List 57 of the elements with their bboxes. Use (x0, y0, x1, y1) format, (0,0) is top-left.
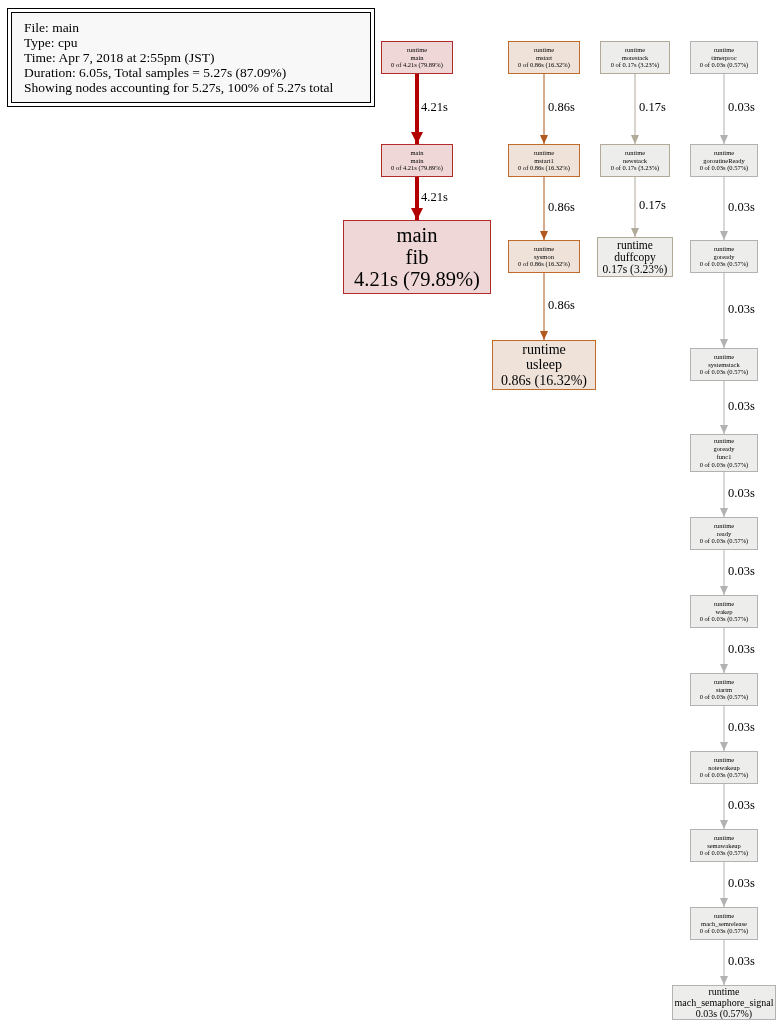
function-box (343, 220, 491, 294)
arrow (411, 74, 423, 144)
info-line: Time: Apr 7, 2018 at 2:55pm (JST) (24, 49, 215, 66)
node-label: main (396, 223, 438, 246)
arrow (720, 627, 728, 674)
function-box (690, 434, 758, 472)
function-box (600, 144, 670, 177)
function-box (381, 144, 453, 177)
arrow (720, 272, 728, 349)
arrow (540, 73, 548, 145)
info-line: Duration: 6.05s, Total samples = 5.27s (87.09%) (24, 65, 287, 81)
function-box (508, 41, 580, 74)
node-label: usleep (526, 357, 562, 373)
node-label: fib (405, 245, 429, 269)
node-label: mach_semaphore_signal (674, 997, 774, 1008)
function-box (690, 829, 758, 862)
function-box (690, 144, 758, 177)
function-box (672, 985, 776, 1020)
arrow (411, 177, 423, 220)
function-box (508, 144, 580, 177)
function-box (690, 907, 758, 940)
node-label: 0.86s (16.32%) (501, 372, 587, 388)
info-line: Type: cpu (24, 34, 78, 50)
arrow (720, 549, 728, 596)
node-label: duffcopy (614, 250, 656, 264)
arrow (631, 73, 639, 145)
function-box (492, 340, 596, 390)
info-line: File: main (24, 19, 80, 35)
function-box (597, 237, 673, 277)
node-label: 4.21s (79.89%) (354, 268, 480, 291)
function-box (690, 673, 758, 706)
arrow (720, 939, 728, 986)
arrow (631, 176, 639, 238)
arrow (540, 176, 548, 241)
arrow (720, 176, 728, 241)
function-box (690, 41, 758, 74)
function-box (690, 240, 758, 273)
node-label: 0.03s (0.57%) (695, 1008, 753, 1019)
arrow (540, 272, 548, 341)
arrow (720, 380, 728, 435)
function-box (690, 751, 758, 784)
arrow (720, 471, 728, 518)
function-box (381, 41, 453, 74)
arrow (720, 705, 728, 752)
function-box (600, 41, 670, 74)
info-line: Showing nodes accounting for 5.27s, 100% of 5.27s total (24, 80, 334, 96)
node-label: runtime (522, 342, 566, 358)
function-box (690, 517, 758, 550)
node-label: runtime (617, 238, 653, 251)
function-box (508, 240, 580, 273)
arrow (720, 73, 728, 145)
arrow (720, 783, 728, 830)
arrow (720, 861, 728, 908)
node-label: 0.17s (3.23%) (602, 263, 668, 276)
function-box (690, 595, 758, 628)
function-box (690, 348, 758, 381)
node-label: runtime (708, 986, 740, 997)
